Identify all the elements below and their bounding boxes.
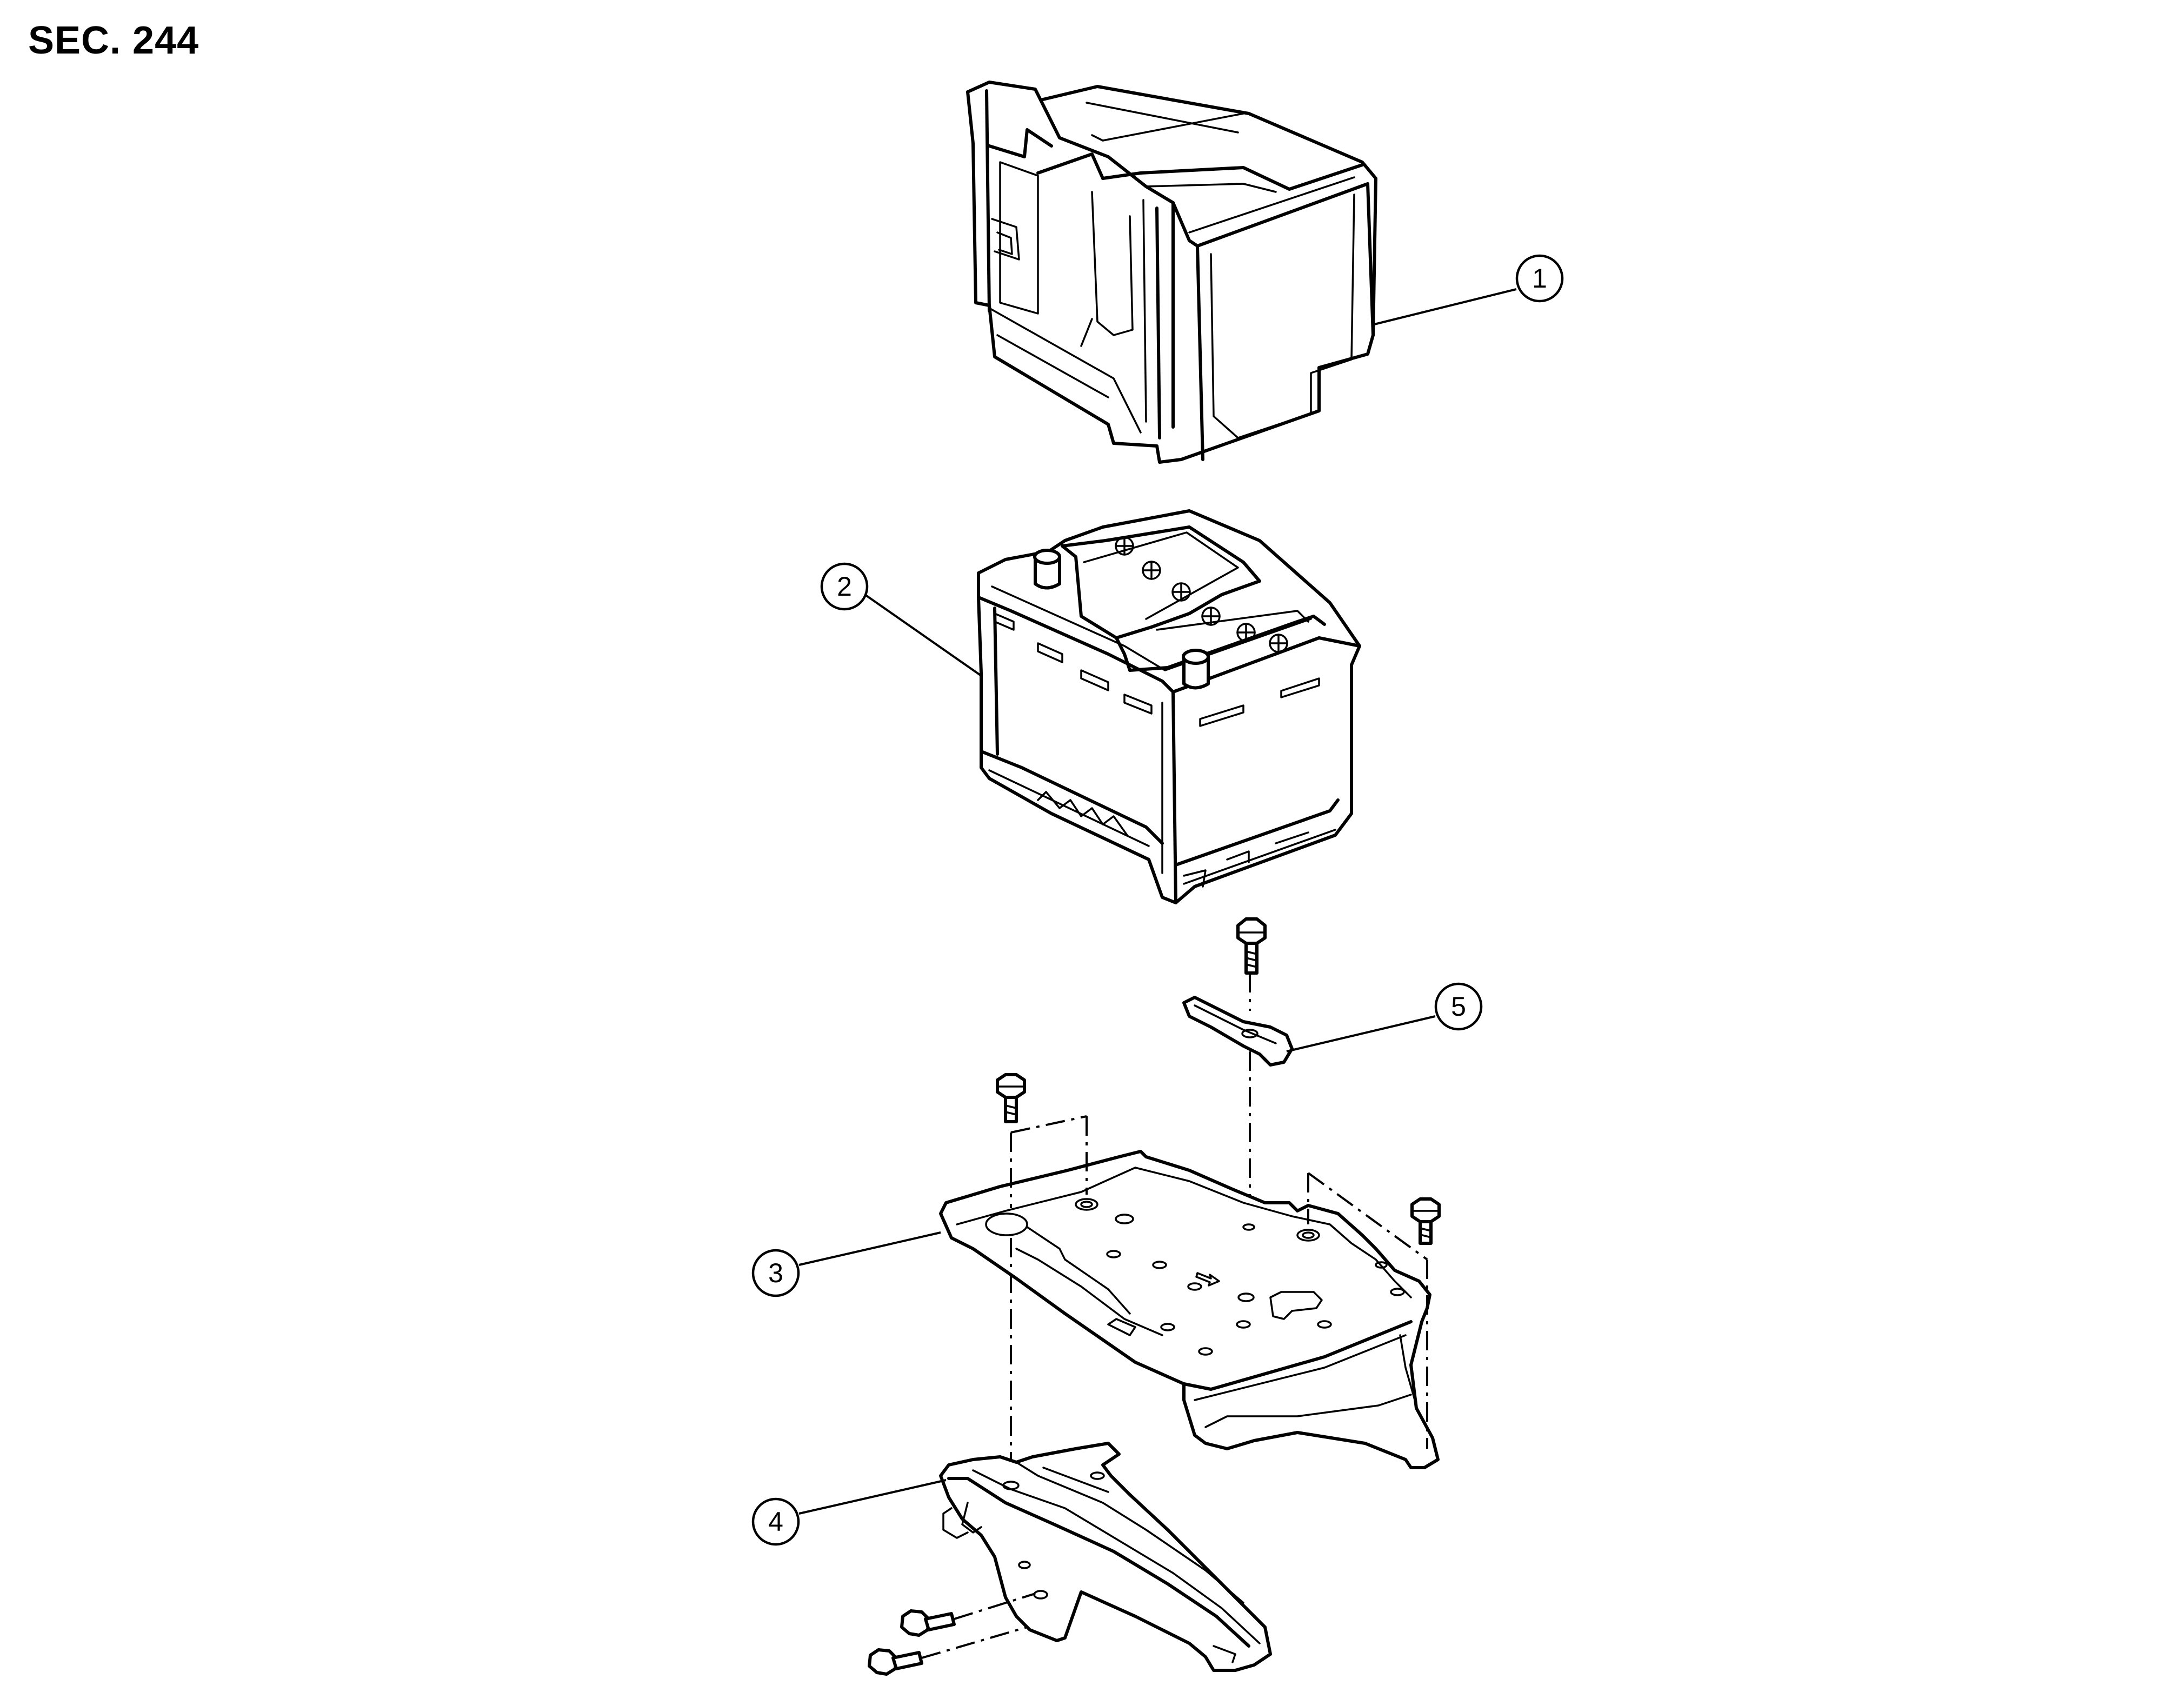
callout-3-label: 3 [768, 1258, 783, 1288]
callout-4: 4 [751, 1479, 947, 1546]
callout-5: 5 [1286, 982, 1483, 1052]
hold-down-bracket-part [1182, 917, 1294, 1205]
callout-2: 2 [820, 562, 982, 677]
callout-1: 1 [1374, 254, 1564, 325]
battery-support-bracket-part [868, 1442, 1272, 1676]
callout-1-label: 1 [1532, 263, 1547, 294]
callout-5-label: 5 [1451, 991, 1466, 1022]
section-title: SEC. 244 [28, 19, 199, 62]
callout-3: 3 [751, 1231, 941, 1297]
callout-4-label: 4 [768, 1507, 783, 1537]
battery-cover-part [966, 81, 1377, 464]
battery-tray-part [939, 1073, 1441, 1476]
callout-2-label: 2 [837, 571, 852, 602]
battery-part [977, 509, 1361, 904]
